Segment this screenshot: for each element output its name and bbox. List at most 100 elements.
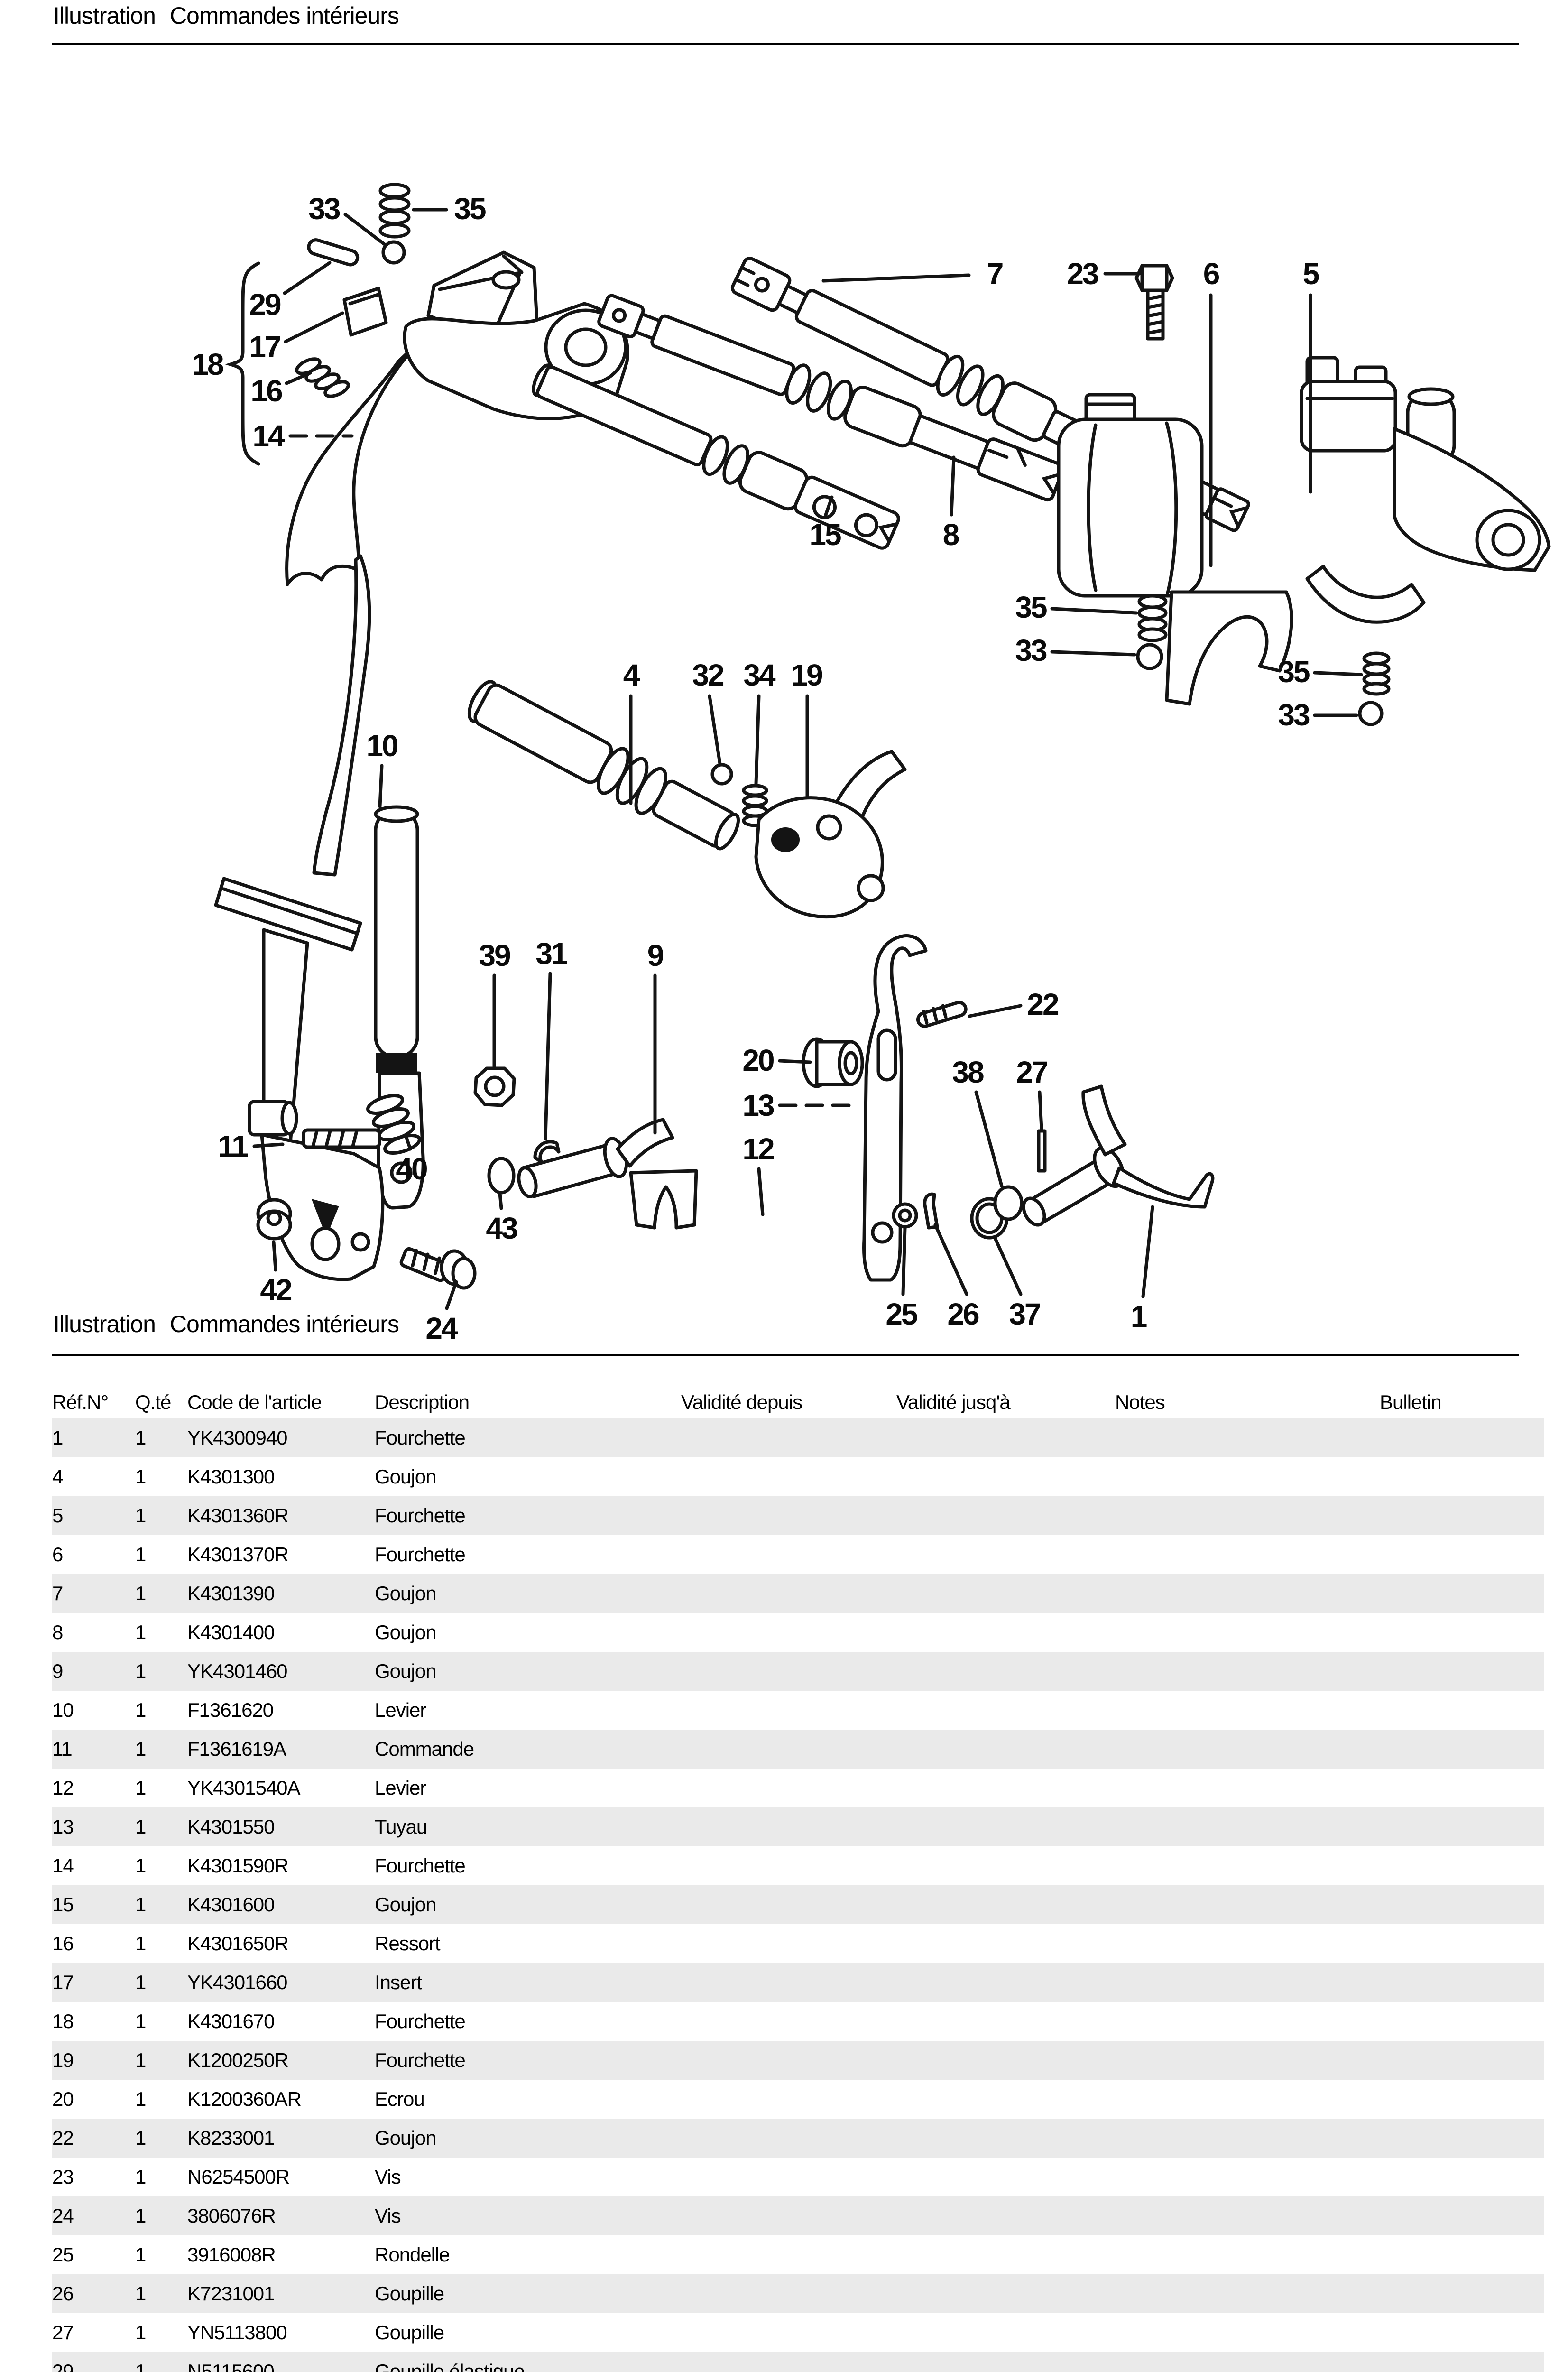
lever-13-illustration (862, 934, 928, 1282)
title-divider (52, 43, 1519, 45)
callout-leader-29 (283, 261, 332, 295)
callout-label-5: 5 (1303, 257, 1319, 291)
cell-desc: Goujon (375, 1465, 436, 1488)
callout-leader-33 (1050, 650, 1136, 657)
cell-code: K4301390 (187, 1582, 275, 1604)
cell-ref: 26 (52, 2282, 74, 2305)
callout-leader-32 (708, 694, 722, 766)
section-title-label: Illustration (53, 1311, 156, 1337)
callout-label-14: 14 (252, 419, 285, 453)
cell-desc: Goujon (375, 1893, 436, 1916)
cell-desc: Levier (375, 1699, 426, 1721)
column-header: Bulletin (1380, 1391, 1442, 1413)
cell-qty: 1 (135, 1504, 146, 1527)
section-divider (52, 1354, 1519, 1356)
cell-ref: 23 (52, 2166, 74, 2188)
fork-blade-tail (312, 554, 371, 877)
section-title-value: Commandes intérieurs (169, 1311, 399, 1337)
callout-leader-8 (950, 455, 956, 517)
fork-pin-hole (491, 270, 521, 290)
cell-ref: 27 (52, 2321, 74, 2344)
callout-label-37: 37 (1009, 1297, 1040, 1331)
callout-leader-10 (378, 764, 384, 808)
callout-label-9: 9 (647, 938, 664, 973)
cell-qty: 1 (135, 2088, 146, 2110)
bolt-24-icon (399, 1247, 477, 1290)
cell-desc: Goujon (375, 2127, 436, 2149)
cell-desc: Ecrou (375, 2088, 425, 2110)
callout-label-33: 33 (1278, 698, 1310, 732)
bushing-20-icon (802, 1037, 864, 1088)
cell-qty: 1 (135, 1660, 146, 1682)
callout-label-29: 29 (249, 287, 281, 322)
column-header: Description (375, 1391, 470, 1413)
cell-ref: 5 (52, 1504, 63, 1527)
cell-qty: 1 (135, 2243, 146, 2266)
main-fork-illustration (285, 250, 629, 877)
cell-desc: Fourchette (375, 1427, 466, 1449)
rod-15-illustration (532, 363, 900, 550)
cell-code: K8233001 (187, 2127, 275, 2149)
pin-26-icon (923, 1192, 939, 1230)
cell-qty: 1 (135, 1932, 146, 1955)
ball-icon (1358, 701, 1384, 726)
callout-label-15: 15 (809, 518, 841, 552)
callout-leader-27 (1038, 1090, 1043, 1131)
callout-label-13: 13 (742, 1088, 774, 1122)
column-header: Notes (1115, 1391, 1165, 1413)
cell-ref: 4 (52, 1465, 63, 1488)
callout-label-7: 7 (987, 257, 1003, 291)
cell-code: K4301550 (187, 1816, 275, 1838)
cell-qty: 1 (135, 2166, 146, 2188)
page-title-value: Commandes intérieurs (169, 2, 399, 29)
fork-5-illustration (1300, 356, 1551, 624)
cell-code: N5115600 (187, 2360, 275, 2372)
callout-leader-25 (901, 1226, 907, 1296)
callout-leader-15 (824, 495, 834, 517)
elastic-pin-icon (307, 238, 360, 267)
stud-22-icon (916, 1001, 968, 1028)
cell-ref: 6 (52, 1543, 63, 1566)
callout-leader-16 (285, 371, 312, 385)
ball-icon (710, 763, 733, 786)
ball-icon (381, 240, 406, 265)
callout-label-40: 40 (396, 1152, 427, 1186)
callout-leader-43 (498, 1192, 503, 1210)
cell-code: YK4301460 (187, 1660, 288, 1682)
fork-6-illustration (1057, 393, 1293, 706)
cell-code: N6254500R (187, 2166, 290, 2188)
callout-leader-37 (993, 1236, 1023, 1296)
cell-desc: Commande (375, 1738, 474, 1760)
callout-label-32: 32 (692, 658, 724, 692)
callout-label-33: 33 (308, 192, 340, 226)
callout-leader-12 (757, 1167, 765, 1216)
cell-desc: Goujon (375, 1660, 436, 1682)
cell-desc: Fourchette (375, 1543, 466, 1566)
callout-leader-24 (445, 1280, 458, 1310)
cell-code: K4301400 (187, 1621, 275, 1643)
cell-code: K4301360R (187, 1504, 289, 1527)
fork-19-illustration (754, 750, 907, 919)
spring-icon (1137, 594, 1168, 642)
callout-leader-38 (974, 1090, 1004, 1188)
callout-leader-7 (821, 273, 971, 283)
callout-label-27: 27 (1016, 1055, 1047, 1089)
cell-qty: 1 (135, 1971, 146, 1993)
fork-blade (285, 330, 431, 586)
cell-desc: Rondelle (375, 2243, 450, 2266)
callout-label-6: 6 (1203, 257, 1219, 291)
cell-qty: 1 (135, 2360, 146, 2372)
cell-desc: Vis (375, 2205, 401, 2227)
callout-label-35: 35 (1015, 590, 1047, 624)
cell-ref: 19 (52, 2049, 74, 2071)
cell-qty: 1 (135, 1699, 146, 1721)
nut-39-icon (473, 1066, 516, 1107)
